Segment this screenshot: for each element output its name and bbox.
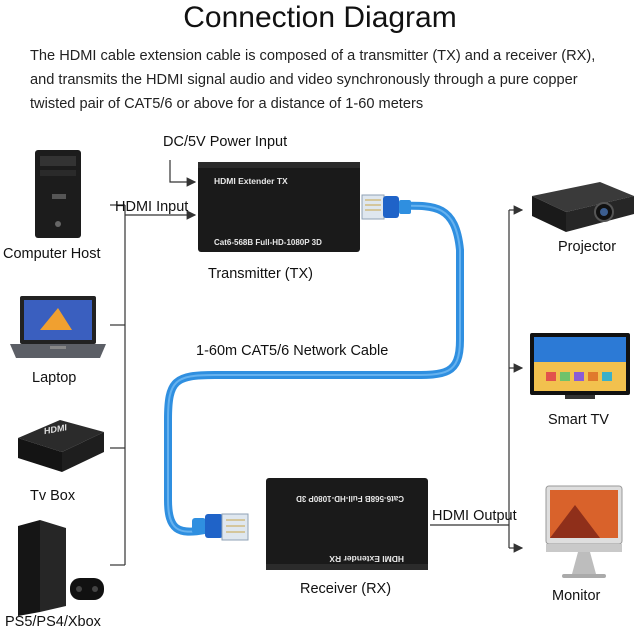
transmitter-label: Transmitter (TX) <box>208 266 313 282</box>
computer-tower-icon <box>35 150 81 238</box>
smart-tv-icon <box>530 333 630 399</box>
tx-box-top-text: HDMI Extender TX <box>214 176 288 186</box>
hdmi-output-label: HDMI Output <box>432 508 517 524</box>
description-line: The HDMI cable extension cable is compos… <box>30 48 596 64</box>
description-line: twisted pair of CAT5/6 or above for a di… <box>30 96 424 112</box>
receiver-box: Cat6-568B Full-HD-1080P 3D HDMI Extender… <box>266 478 428 570</box>
output-label-smart-tv: Smart TV <box>548 412 609 428</box>
hdmi-input-label: HDMI Input <box>115 199 189 215</box>
output-bracket <box>430 205 524 553</box>
description-line: and transmits the HDMI signal audio and … <box>30 72 578 88</box>
source-label-computer: Computer Host <box>3 246 101 262</box>
rx-cable-connector <box>192 513 249 541</box>
output-label-projector: Projector <box>558 239 617 255</box>
tx-box-bottom-text: Cat6-568B Full-HD-1080P 3D <box>214 238 322 247</box>
source-label-laptop: Laptop <box>32 370 77 386</box>
network-cable <box>164 201 464 536</box>
receiver-label: Receiver (RX) <box>300 581 392 597</box>
power-input-label: DC/5V Power Input <box>163 134 288 150</box>
rx-box-top-text: Cat6-568B Full-HD-1080P 3D <box>296 494 404 503</box>
source-label-tv-box: Tv Box <box>30 488 76 504</box>
laptop-icon <box>10 296 106 358</box>
output-label-monitor: Monitor <box>552 588 601 604</box>
network-cable-label: 1-60m CAT5/6 Network Cable <box>196 343 389 359</box>
source-bracket <box>110 204 197 566</box>
svg-text:HDMI: HDMI <box>44 422 67 436</box>
source-label-console: PS5/PS4/Xbox <box>5 614 101 630</box>
power-input-arrow <box>169 160 197 187</box>
projector-icon <box>532 182 634 232</box>
monitor-icon <box>545 485 623 578</box>
transmitter-box: HDMI Extender TX Cat6-568B Full-HD-1080P… <box>198 162 360 252</box>
tv-box-icon: HDMI <box>18 420 104 472</box>
rx-box-bottom-text: HDMI Extender RX <box>329 554 404 564</box>
description: The HDMI cable extension cable is compos… <box>30 44 630 116</box>
game-console-icon <box>18 520 104 616</box>
tx-cable-connector <box>361 194 411 220</box>
page-title: Connection Diagram <box>183 1 457 34</box>
